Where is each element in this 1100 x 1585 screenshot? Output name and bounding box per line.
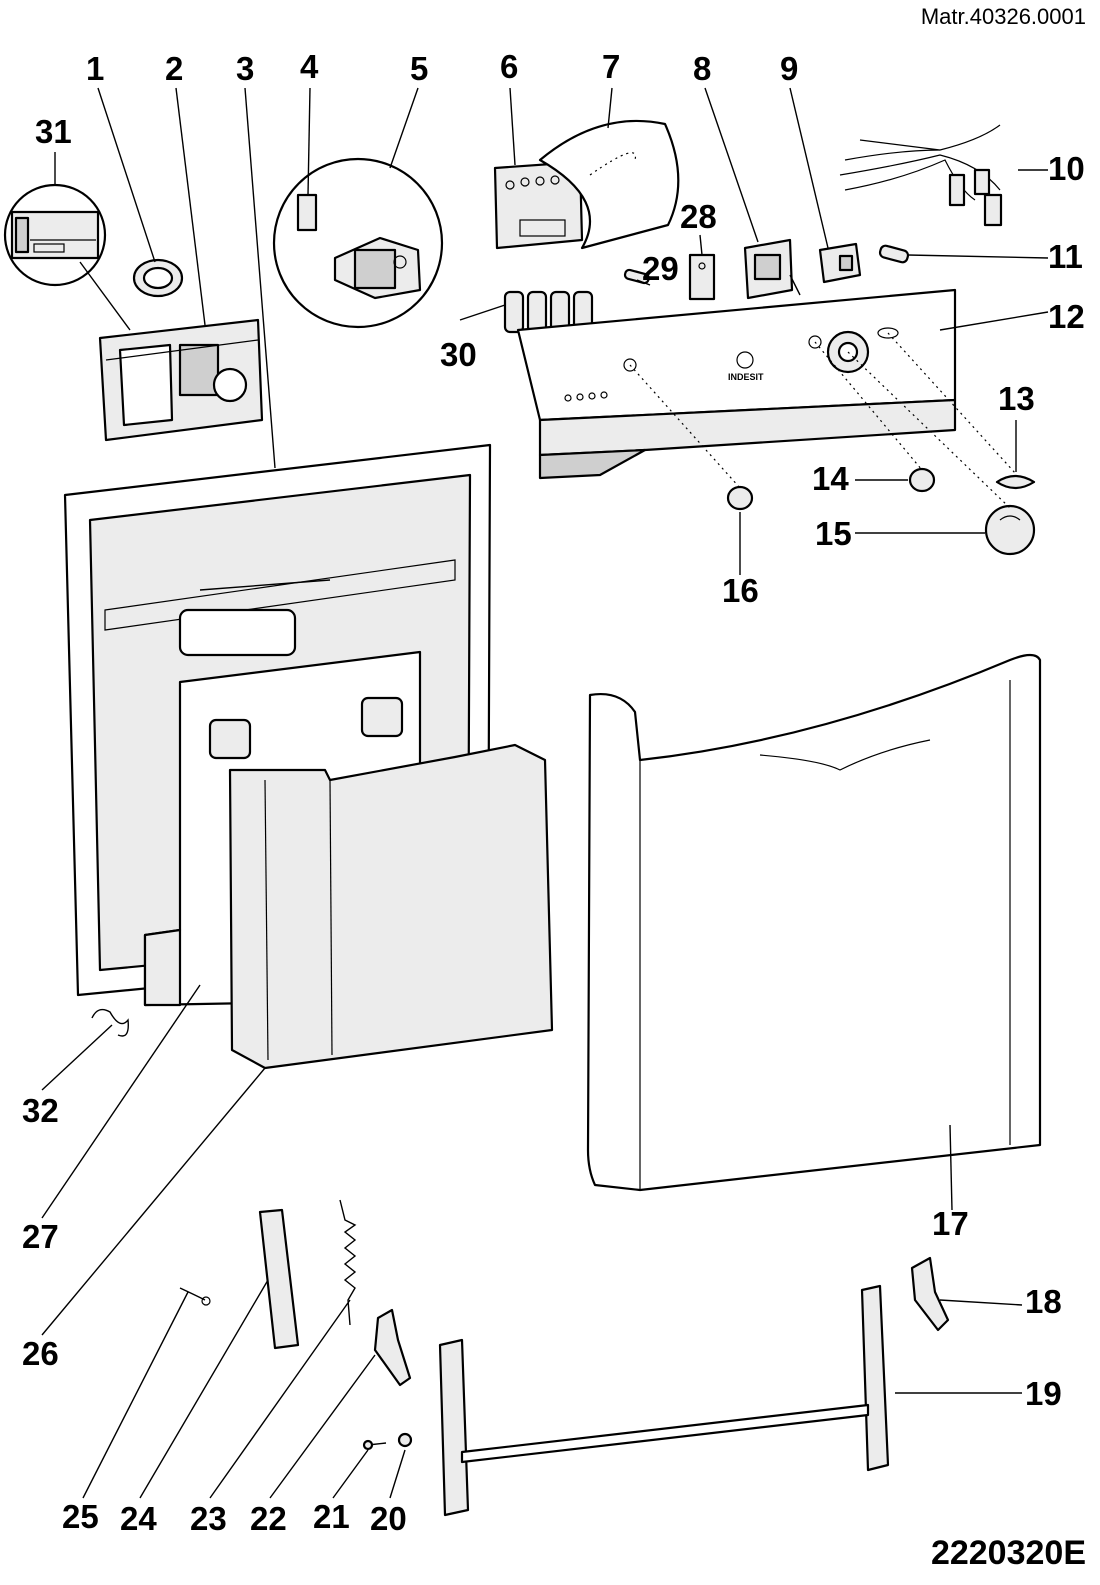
part-24-handle: [258, 1208, 300, 1350]
part-2-door-lock: [98, 318, 264, 442]
label-13: 13: [998, 380, 1035, 417]
part-30-buttons: [503, 290, 594, 334]
label-7: 7: [602, 48, 620, 85]
label-4: 4: [300, 48, 319, 85]
label-2: 2: [165, 50, 183, 87]
label-25: 25: [62, 1498, 99, 1535]
part-32-clip: [91, 1008, 129, 1037]
label-16: 16: [722, 572, 759, 609]
label-24: 24: [120, 1500, 157, 1537]
part-14-button: [908, 467, 936, 493]
part-number-labels: 1 2 3 4 5 6 7 8 9 10 11 12 13 14 15 16 1…: [22, 48, 1085, 1537]
label-18: 18: [1025, 1283, 1062, 1320]
label-19: 19: [1025, 1375, 1062, 1412]
part-18-hinge: [910, 1256, 950, 1332]
part-22-hinge: [373, 1308, 412, 1387]
label-28: 28: [680, 198, 717, 235]
label-10: 10: [1048, 150, 1085, 187]
part-17-outer-door: [586, 653, 1042, 1192]
label-1: 1: [86, 50, 104, 87]
drawing-reference: Matr.40326.0001: [920, 4, 1086, 29]
label-30: 30: [440, 336, 477, 373]
part-9-switch: [818, 242, 862, 284]
label-11: 11: [1048, 238, 1083, 275]
part-23-spring: [339, 1199, 357, 1326]
drawing-code: 2220320E: [930, 1534, 1086, 1572]
leader-lines: [41, 87, 1049, 1499]
part-10-wiring-harness: [839, 124, 1003, 227]
part-31-lock-detail: [3, 183, 107, 287]
part-29-lamp: [623, 268, 650, 285]
label-15: 15: [815, 515, 852, 552]
label-8: 8: [693, 50, 711, 87]
label-5: 5: [410, 50, 428, 87]
label-3: 3: [236, 50, 254, 87]
label-27: 27: [22, 1218, 59, 1255]
part-26-door-panel: [228, 743, 554, 1070]
part-11-neon-lamp: [878, 244, 910, 264]
part-20-nut: [397, 1432, 413, 1448]
part-21-screw: [362, 1439, 387, 1451]
part-8-switch: [743, 238, 801, 300]
part-16-button: [726, 485, 754, 511]
part-5-detail-circle: [272, 157, 444, 329]
part-25-pin: [179, 1287, 211, 1306]
label-9: 9: [780, 50, 798, 87]
label-14: 14: [812, 460, 849, 497]
label-21: 21: [313, 1498, 350, 1535]
part-13-button-cap: [995, 474, 1036, 490]
label-22: 22: [250, 1500, 287, 1537]
label-6: 6: [500, 48, 518, 85]
part-28-plate: [688, 253, 716, 301]
part-15-knob: [984, 504, 1036, 556]
label-12: 12: [1048, 298, 1085, 335]
brand-logo-text: INDESIT: [728, 372, 764, 382]
part-1-grommet: [132, 258, 184, 298]
label-26: 26: [22, 1335, 59, 1372]
part-19-hinge-bar: [438, 1284, 890, 1517]
label-23: 23: [190, 1500, 227, 1537]
label-32: 32: [22, 1092, 59, 1129]
label-17: 17: [932, 1205, 969, 1242]
part-7-insulation-sheet: [538, 119, 680, 250]
label-20: 20: [370, 1500, 407, 1537]
label-31: 31: [35, 113, 72, 150]
label-29: 29: [642, 250, 679, 287]
